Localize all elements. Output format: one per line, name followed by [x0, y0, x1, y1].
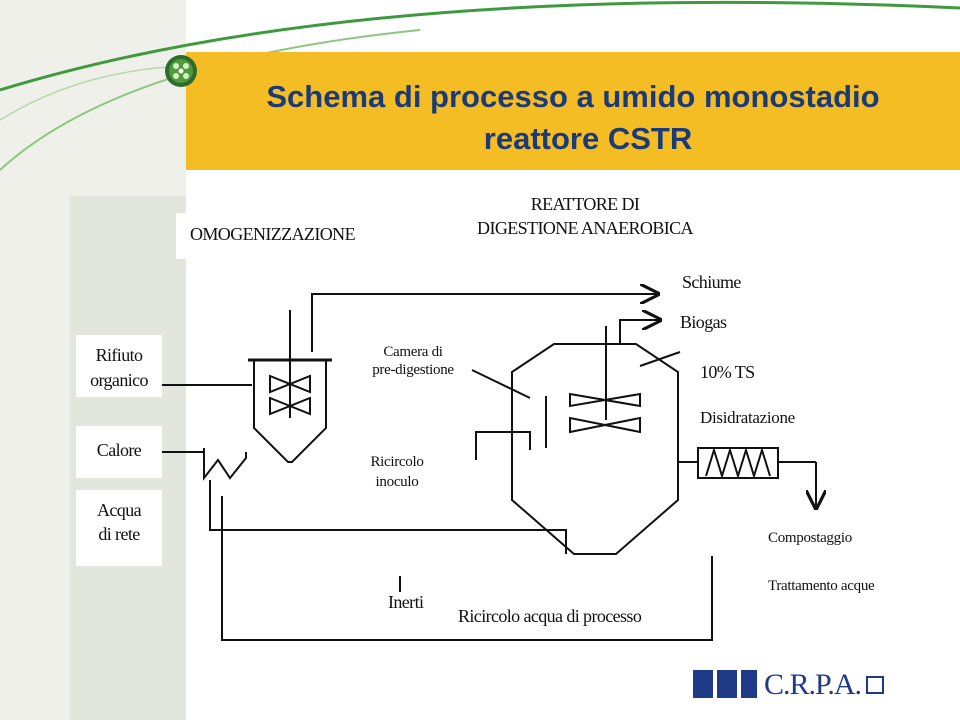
label-acqua-line-2: di rete	[98, 524, 140, 544]
decorative-arc-1	[0, 0, 960, 92]
decorative-arc-3	[0, 65, 187, 121]
section-box-omogenizzazione	[176, 213, 392, 259]
label-biogas: Biogas	[680, 312, 727, 332]
label-camera-line-1: Camera di	[383, 344, 443, 360]
screw-press-coil	[705, 446, 771, 480]
label-acqua-line-1: Acqua	[97, 500, 142, 520]
ts-pointer	[639, 351, 681, 367]
slide-title-line-2: reattore CSTR	[483, 121, 693, 156]
crpa-logo-badge-icon	[866, 676, 884, 694]
crpa-logo-text: C.R.P.A.	[764, 668, 862, 701]
label-rifiuto-line-2: organico	[90, 370, 148, 390]
ricircolo-inoculo-line	[209, 480, 567, 554]
schiume-line	[311, 294, 658, 352]
label-camera-line-2: pre-digestione	[372, 362, 454, 378]
reactor-impeller-top	[569, 392, 641, 408]
label-rifiuto-line-1: Rifiuto	[95, 345, 143, 365]
title-band	[186, 52, 960, 170]
label-omogenizzazione: OMOGENIZZAZIONE	[190, 224, 356, 244]
reactor-vessel	[511, 343, 679, 555]
label-compostaggio: Compostaggio	[768, 530, 852, 546]
predigestion-impeller-top	[269, 374, 311, 394]
label-reattore-line-2: DIGESTIONE ANAEROBICA	[477, 218, 693, 238]
heat-exchanger-icon	[203, 448, 247, 481]
label-ricircolo-inoculo-line-2: inoculo	[352, 474, 442, 491]
input-box-rifiuto	[76, 335, 162, 397]
reactor-impeller-bottom	[569, 416, 641, 434]
label-ricircolo-acqua: Ricircolo acqua di processo	[456, 606, 644, 627]
input-box-acqua	[76, 490, 162, 566]
biogas-line	[619, 320, 660, 344]
input-box-calore	[76, 426, 162, 478]
label-disidratazione: Disidratazione	[700, 408, 795, 427]
reactor-inlet	[475, 431, 531, 460]
bullet-orb-icon	[165, 55, 197, 87]
label-schiume: Schiume	[682, 272, 741, 292]
label-inerti: Inerti	[386, 592, 426, 613]
label-trattamento-acque: Trattamento acque	[768, 578, 875, 594]
predigestion-impeller-bottom	[269, 396, 311, 416]
decorative-arc-2	[0, 29, 421, 171]
slide-title-line-1: Schema di processo a umido monostadio	[266, 79, 880, 114]
label-ts: 10% TS	[700, 362, 755, 382]
camera-pointer	[471, 369, 531, 399]
label-ricircolo-inoculo-line-1: Ricircolo	[352, 454, 442, 471]
label-reattore-line-1: REATTORE DI	[530, 194, 640, 214]
crpa-logo-mark	[693, 670, 763, 698]
label-calore: Calore	[96, 440, 142, 460]
ricircolo-acqua-line	[221, 496, 713, 641]
